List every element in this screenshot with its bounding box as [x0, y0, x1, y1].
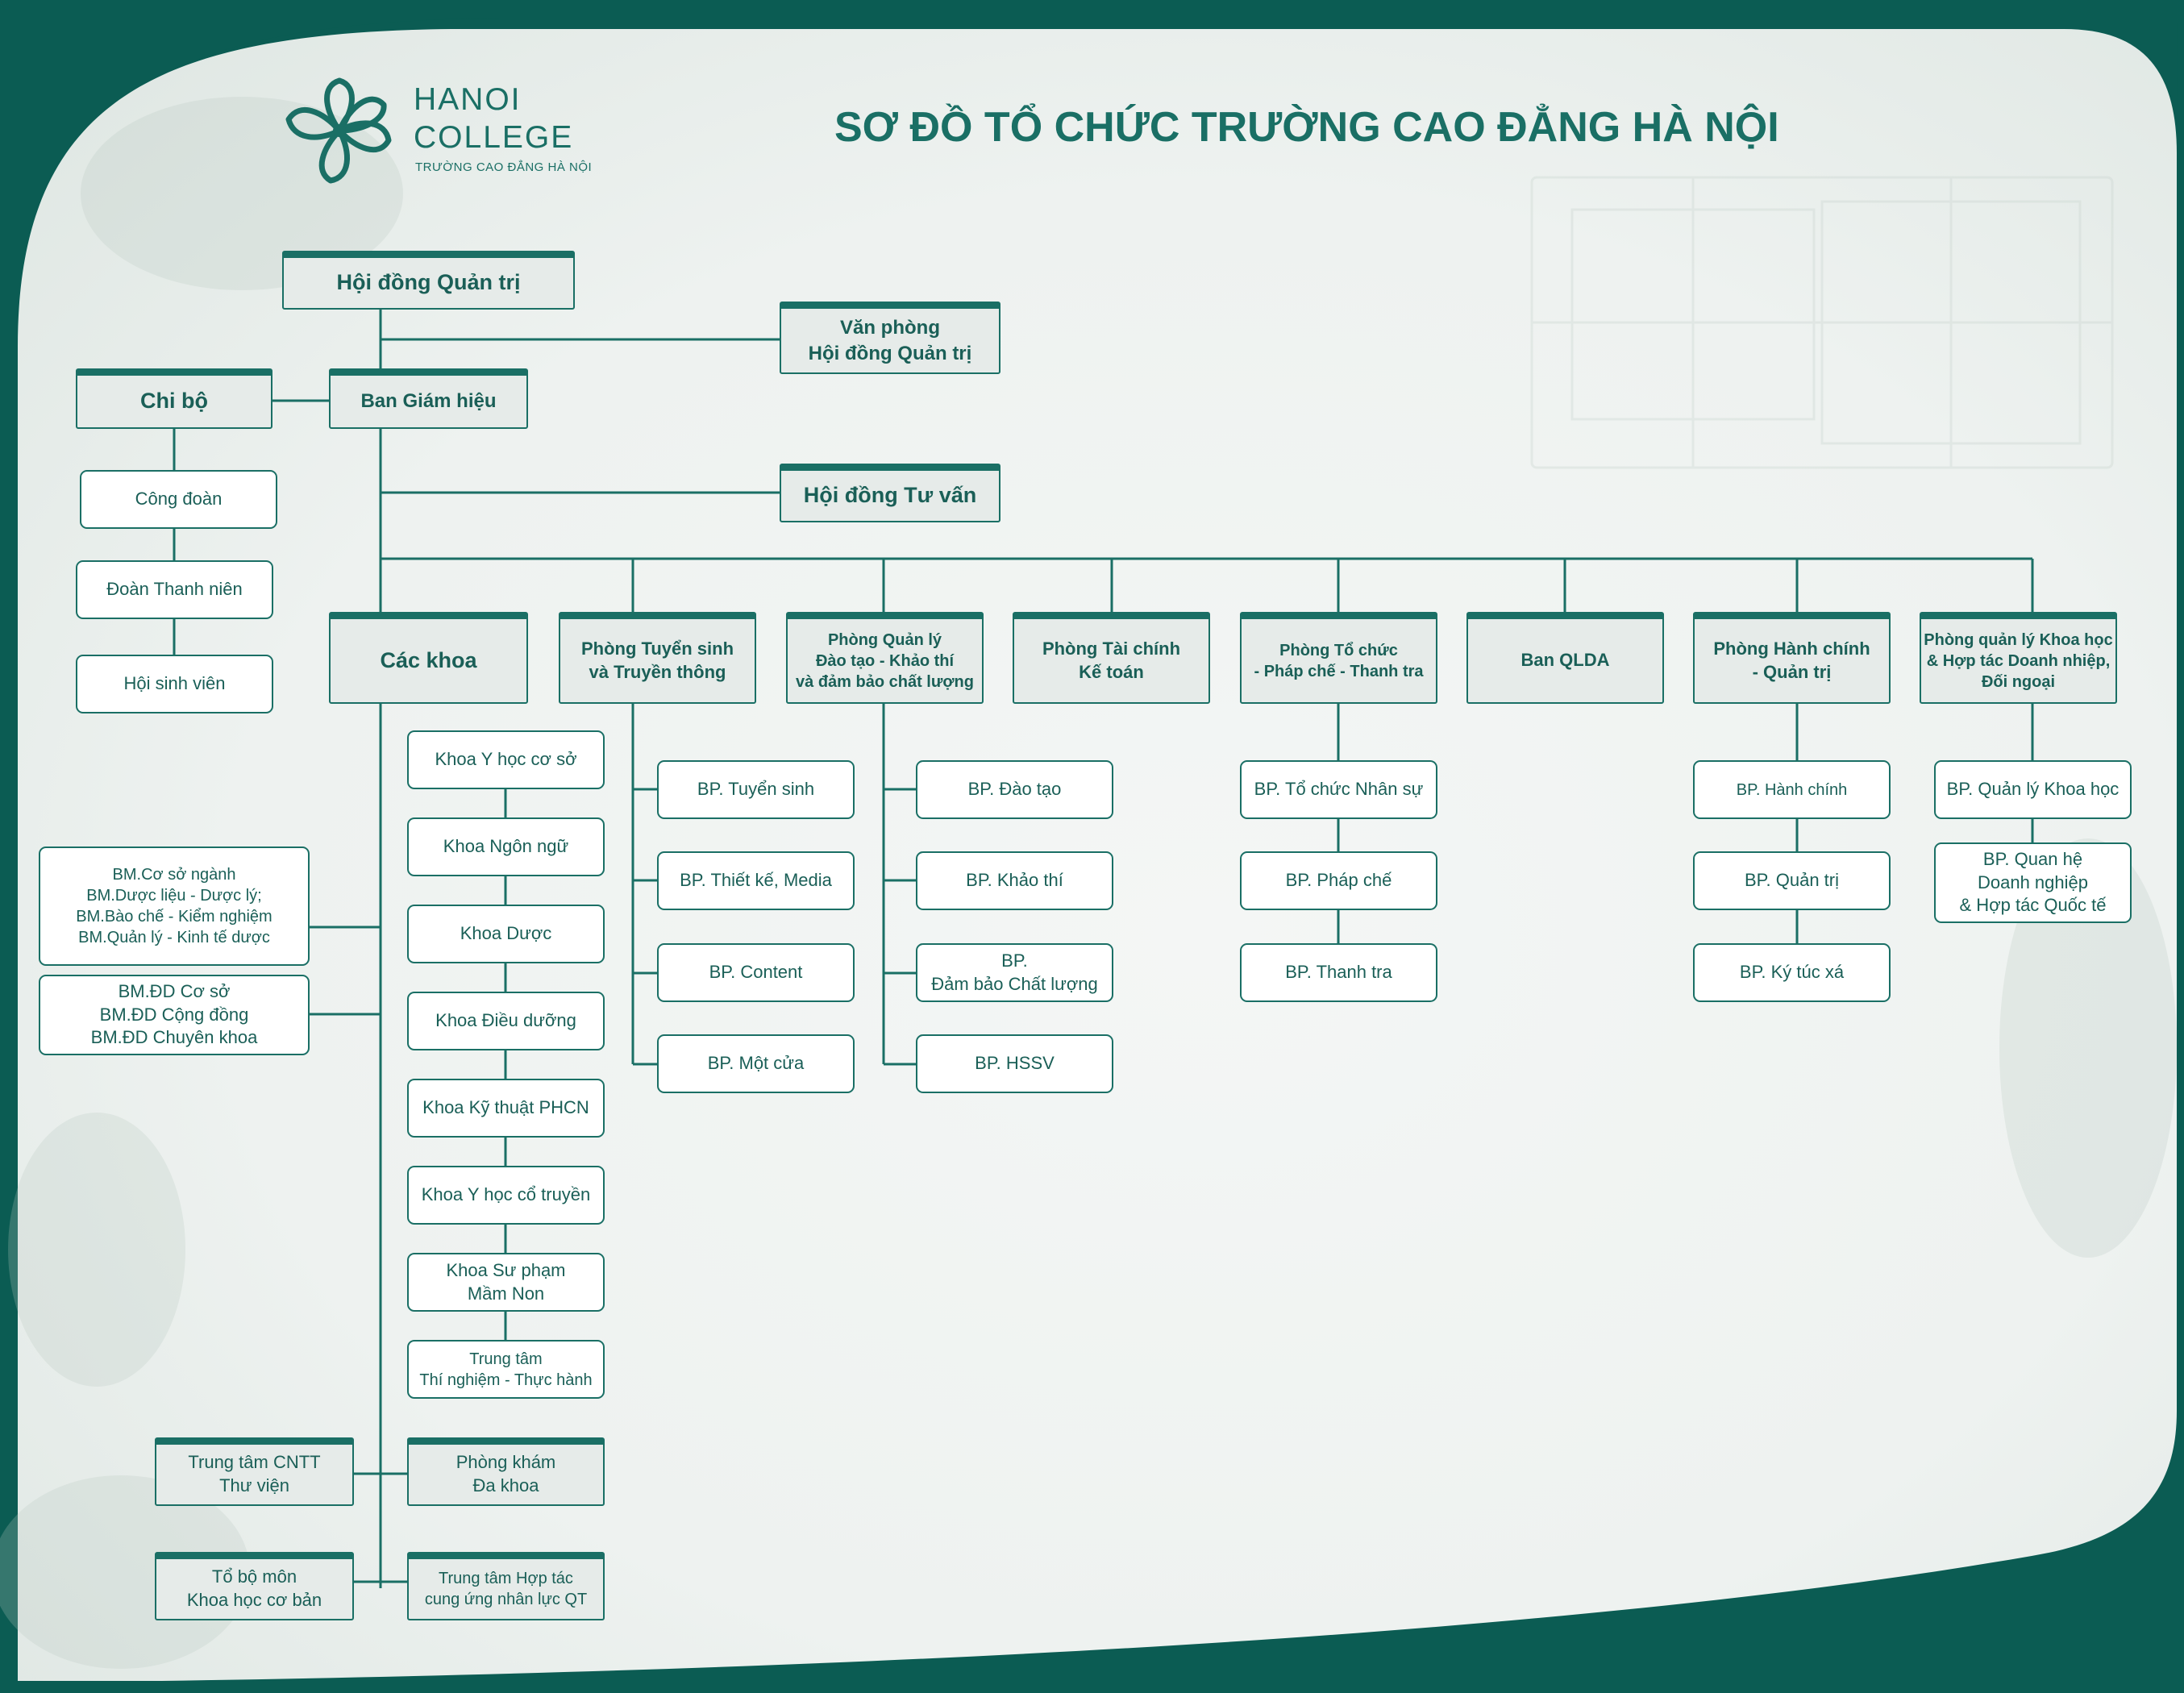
node-khoa-2[interactable]: Khoa Ngôn ngữ: [407, 817, 605, 876]
node-bo-mon-dieu-duong[interactable]: BM.ĐD Cơ sở BM.ĐD Cộng đồng BM.ĐD Chuyên…: [39, 975, 310, 1055]
node-ban-giam-hieu[interactable]: Ban Giám hiệu: [329, 368, 528, 429]
node-bp-ky-tuc-xa[interactable]: BP. Ký túc xá: [1693, 943, 1891, 1002]
node-ban-qlda[interactable]: Ban QLDA: [1466, 612, 1664, 704]
node-trung-tam-hop-tac[interactable]: Trung tâm Hợp tác cung ứng nhân lực QT: [407, 1552, 605, 1620]
node-doan-thanh-nien[interactable]: Đoàn Thanh niên: [76, 560, 273, 619]
node-bp-khao-thi[interactable]: BP. Khảo thí: [916, 851, 1113, 910]
node-bp-thiet-ke[interactable]: BP. Thiết kế, Media: [657, 851, 855, 910]
node-hoi-dong-quan-tri[interactable]: Hội đồng Quản trị: [282, 251, 575, 310]
node-phong-tuyen-sinh[interactable]: Phòng Tuyển sinh và Truyền thông: [559, 612, 756, 704]
node-phong-tai-chinh[interactable]: Phòng Tài chính Kế toán: [1013, 612, 1210, 704]
node-bo-mon-duoc[interactable]: BM.Cơ sở ngành BM.Dược liệu - Dược lý; B…: [39, 846, 310, 966]
node-khoa-3[interactable]: Khoa Dược: [407, 905, 605, 963]
node-khoa-7[interactable]: Khoa Sư phạm Mầm Non: [407, 1253, 605, 1312]
node-to-bo-mon[interactable]: Tổ bộ môn Khoa học cơ bản: [155, 1552, 354, 1620]
node-bp-quan-he-doanh-nghiep[interactable]: BP. Quan hệ Doanh nghiệp & Hợp tác Quốc …: [1934, 842, 2132, 923]
node-bp-dao-tao[interactable]: BP. Đào tạo: [916, 760, 1113, 819]
node-cac-khoa[interactable]: Các khoa: [329, 612, 528, 704]
node-hoi-dong-tu-van[interactable]: Hội đồng Tư vấn: [780, 464, 1000, 522]
node-khoa-5[interactable]: Khoa Kỹ thuật PHCN: [407, 1079, 605, 1138]
node-phong-quan-ly-dao-tao[interactable]: Phòng Quản lý Đào tạo - Khảo thí và đảm …: [786, 612, 984, 704]
flower-logo-icon: [281, 74, 398, 191]
node-cong-doan[interactable]: Công đoàn: [80, 470, 277, 529]
page-title: SƠ ĐỒ TỔ CHỨC TRƯỜNG CAO ĐẲNG HÀ NỘI: [834, 104, 1779, 151]
node-chi-bo[interactable]: Chi bộ: [76, 368, 272, 429]
node-bp-quan-ly-khoa-hoc[interactable]: BP. Quản lý Khoa học: [1934, 760, 2132, 819]
node-bp-quan-tri[interactable]: BP. Quản trị: [1693, 851, 1891, 910]
node-van-phong-hdqt[interactable]: Văn phòng Hội đồng Quản trị: [780, 302, 1000, 374]
node-phong-khoa-hoc[interactable]: Phòng quản lý Khoa học & Hợp tác Doanh n…: [1920, 612, 2117, 704]
node-bp-hanh-chinh[interactable]: BP. Hành chính: [1693, 760, 1891, 819]
node-bp-phap-che[interactable]: BP. Pháp chế: [1240, 851, 1437, 910]
node-bp-mot-cua[interactable]: BP. Một cửa: [657, 1034, 855, 1093]
node-phong-hanh-chinh[interactable]: Phòng Hành chính - Quản trị: [1693, 612, 1891, 704]
node-trung-tam-cntt[interactable]: Trung tâm CNTT Thư viện: [155, 1437, 354, 1506]
node-phong-to-chuc[interactable]: Phòng Tổ chức - Pháp chế - Thanh tra: [1240, 612, 1437, 704]
brand-tagline: TRƯỜNG CAO ĐẲNG HÀ NỘI: [415, 160, 593, 174]
node-bp-hssv[interactable]: BP. HSSV: [916, 1034, 1113, 1093]
node-khoa-6[interactable]: Khoa Y học cổ truyền: [407, 1166, 605, 1225]
node-hoi-sinh-vien[interactable]: Hội sinh viên: [76, 655, 273, 713]
node-khoa-4[interactable]: Khoa Điều dưỡng: [407, 992, 605, 1050]
node-bp-to-chuc-nhan-su[interactable]: BP. Tổ chức Nhân sự: [1240, 760, 1437, 819]
brand-name-line1: HANOI: [414, 82, 522, 117]
brand-name-line2: COLLEGE: [414, 120, 574, 155]
node-bp-thanh-tra[interactable]: BP. Thanh tra: [1240, 943, 1437, 1002]
node-phong-kham[interactable]: Phòng khám Đa khoa: [407, 1437, 605, 1506]
node-bp-content[interactable]: BP. Content: [657, 943, 855, 1002]
node-bp-dam-bao-chat-luong[interactable]: BP. Đảm bảo Chất lượng: [916, 943, 1113, 1002]
node-khoa-1[interactable]: Khoa Y học cơ sở: [407, 730, 605, 789]
node-bp-tuyen-sinh[interactable]: BP. Tuyển sinh: [657, 760, 855, 819]
node-khoa-8[interactable]: Trung tâm Thí nghiệm - Thực hành: [407, 1340, 605, 1399]
